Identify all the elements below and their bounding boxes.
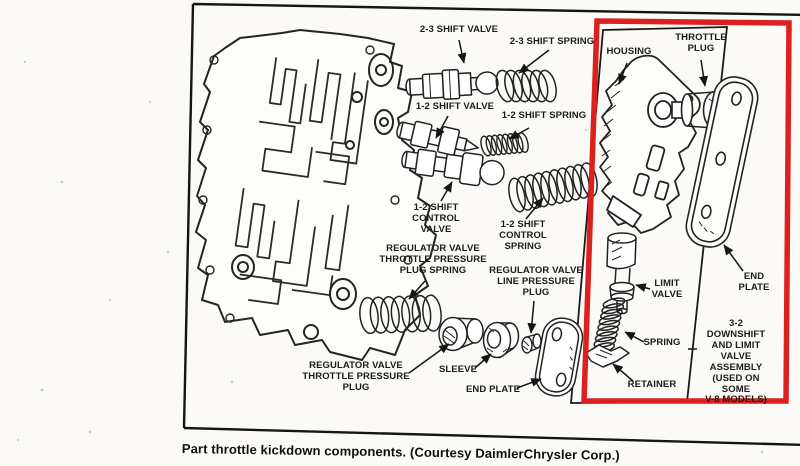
end-plate-inset-drawing [685,76,759,248]
limit-valve-drawing [606,232,637,315]
shift-valve-2-3-drawing [405,68,499,100]
regulator-throttle-plug-drawing [438,316,484,352]
shift-valve-1-2-drawing [396,120,479,156]
line-pressure-plug-drawing [521,333,542,354]
end-plate-main-drawing [534,317,584,397]
leader-arrows [408,39,744,389]
figure-frame [182,2,800,446]
shift-control-spring-1-2-drawing [508,162,598,213]
sleeve-drawing [482,321,520,359]
red-highlight-box [581,18,792,404]
shift-control-valve-1-2-drawing [401,148,505,187]
housing-drawing [599,54,701,234]
shift-spring-1-2-drawing [480,132,529,157]
paper-speckles [17,60,764,454]
retainer-drawing [585,344,630,368]
shift-spring-2-3-drawing [495,69,557,103]
valve-body-casting [195,29,437,361]
